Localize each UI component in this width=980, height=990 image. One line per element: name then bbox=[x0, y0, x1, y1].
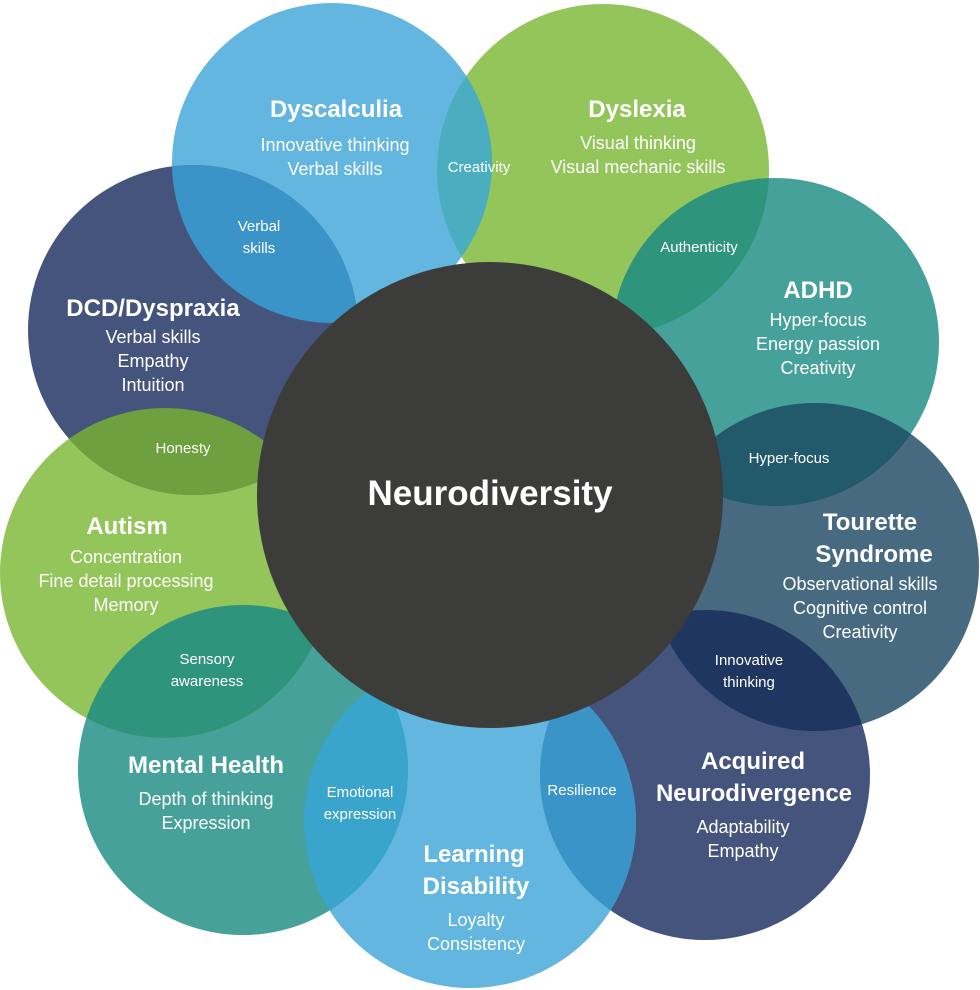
overlap-label-innovative-1: Innovative bbox=[715, 652, 783, 669]
strength-dcd-3: Intuition bbox=[121, 375, 184, 395]
strength-tourette-1: Observational skills bbox=[782, 574, 937, 594]
overlap-label-honesty: Honesty bbox=[155, 440, 211, 457]
strength-dcd-1: Verbal skills bbox=[105, 327, 200, 347]
center-title: Neurodiversity bbox=[367, 474, 613, 513]
title-dyslexia: Dyslexia bbox=[588, 96, 686, 123]
strength-autism-3: Memory bbox=[93, 595, 158, 615]
strength-autism-1: Concentration bbox=[70, 547, 182, 567]
overlap-innovative-thinking bbox=[651, 610, 870, 731]
strength-tourette-2: Cognitive control bbox=[793, 598, 927, 618]
strength-dcd-2: Empathy bbox=[117, 351, 188, 371]
overlap-label-authenticity: Authenticity bbox=[660, 239, 738, 256]
strength-adhd-1: Hyper-focus bbox=[769, 310, 866, 330]
title-autism: Autism bbox=[86, 513, 167, 540]
overlap-label-hyper-focus: Hyper-focus bbox=[749, 450, 830, 467]
overlap-label-sensory-2: awareness bbox=[171, 673, 244, 690]
strength-mental-health-1: Depth of thinking bbox=[138, 789, 273, 809]
title-learning-1: Learning bbox=[423, 841, 524, 868]
title-acquired-1: Acquired bbox=[701, 748, 805, 775]
strength-dyslexia-1: Visual thinking bbox=[580, 133, 696, 153]
title-acquired-2: Neurodivergence bbox=[656, 780, 852, 807]
strength-adhd-3: Creativity bbox=[780, 358, 855, 378]
overlap-label-emotional-2: expression bbox=[324, 806, 397, 823]
strength-dyslexia-2: Visual mechanic skills bbox=[551, 157, 726, 177]
title-dcd: DCD/Dyspraxia bbox=[66, 295, 240, 322]
center-circle bbox=[257, 262, 723, 728]
title-tourette-1: Tourette bbox=[823, 509, 917, 536]
title-mental-health: Mental Health bbox=[128, 752, 284, 779]
overlap-label-resilience: Resilience bbox=[547, 782, 616, 799]
overlap-label-emotional-1: Emotional bbox=[327, 784, 394, 801]
overlap-label-innovative-2: thinking bbox=[723, 674, 775, 691]
strength-autism-2: Fine detail processing bbox=[38, 571, 213, 591]
strength-acquired-1: Adaptability bbox=[696, 817, 789, 837]
strength-tourette-3: Creativity bbox=[822, 622, 897, 642]
strength-learning-1: Loyalty bbox=[447, 910, 504, 930]
strength-mental-health-2: Expression bbox=[161, 813, 250, 833]
strength-acquired-2: Empathy bbox=[707, 841, 778, 861]
overlap-label-verbal-1: Verbal bbox=[238, 218, 281, 235]
title-dyscalculia: Dyscalculia bbox=[270, 96, 403, 123]
title-learning-2: Disability bbox=[423, 873, 530, 900]
strength-adhd-2: Energy passion bbox=[756, 334, 880, 354]
overlap-label-creativity: Creativity bbox=[448, 159, 511, 176]
strength-dyscalculia-2: Verbal skills bbox=[287, 159, 382, 179]
title-tourette-2: Syndrome bbox=[815, 541, 932, 568]
overlap-label-sensory-1: Sensory bbox=[179, 651, 235, 668]
title-adhd: ADHD bbox=[783, 277, 852, 304]
overlap-authenticity bbox=[611, 178, 769, 336]
overlap-label-verbal-2: skills bbox=[243, 240, 276, 257]
overlap-verbal-skills bbox=[172, 165, 358, 323]
strength-learning-2: Consistency bbox=[427, 934, 525, 954]
strength-dyscalculia-1: Innovative thinking bbox=[260, 135, 409, 155]
